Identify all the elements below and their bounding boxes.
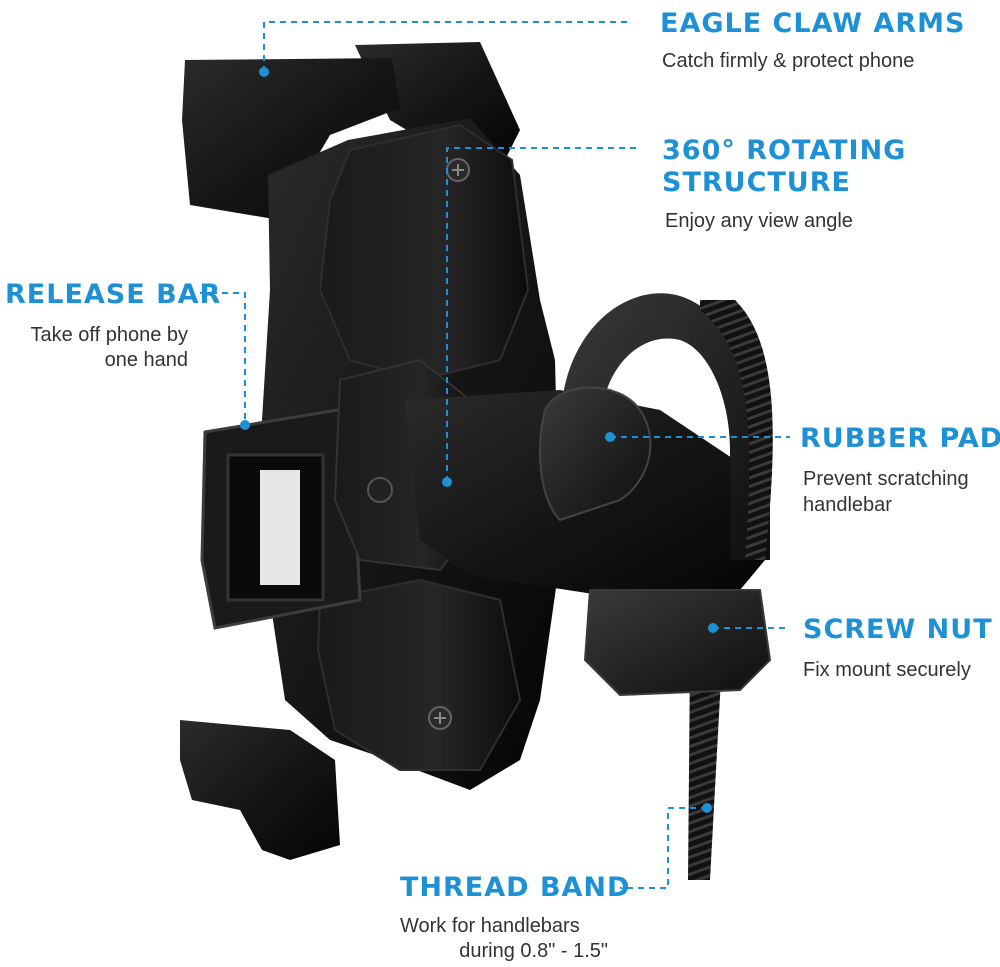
screw-nut-desc: Fix mount securely [803,659,971,681]
eagle-claw-arms-title: EAGLE CLAW ARMS [660,8,966,39]
release-bar-part [200,406,362,630]
callout-leaders [200,21,790,889]
thread-band-desc-line2: during 0.8" - 1.5" [459,940,608,962]
screw-nut-part [583,589,772,697]
bottom-left-claw [180,720,340,860]
upper-face-plate [318,123,530,382]
screw-nut-title: SCREW NUT [803,614,993,645]
rubber-pad-desc-line2: handlebar [803,494,892,516]
rotating-structure-desc: Enjoy any view angle [665,210,853,232]
top-left-claw [182,58,400,220]
rubber-strap [560,293,770,560]
thread-band-desc-line1: Work for handlebars [400,915,580,937]
release-bar-desc-line1: Take off phone by [30,324,188,346]
thread-band-title: THREAD BAND [400,872,631,903]
rotating-structure-title-line1: 360° ROTATING [662,135,907,166]
rubber-pad-desc-line1: Prevent scratching [803,468,969,490]
rubber-pad-title: RUBBER PAD [800,423,1000,454]
lower-face-plate [316,578,522,771]
rotating-structure-title-line2: STRUCTURE [662,167,851,198]
thread-band-part [700,300,773,560]
rubber-pad-part [539,386,652,522]
eagle-claw-arms-desc: Catch firmly & protect phone [662,50,915,72]
callout-dots [240,67,718,813]
release-bar-desc-line2: one hand [104,349,188,371]
release-bar-title: RELEASE BAR [5,279,222,310]
thread-band-tail [688,660,722,880]
